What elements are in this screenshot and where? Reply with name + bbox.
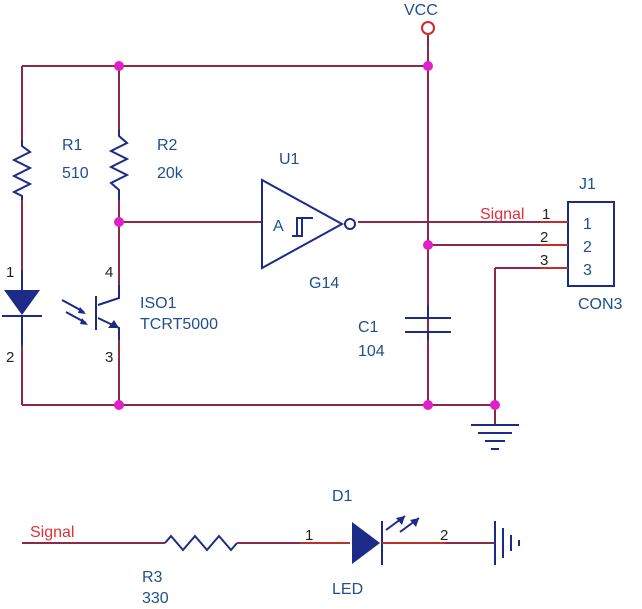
d1-value: LED [332, 581, 363, 598]
r3-value: 330 [142, 590, 169, 607]
ground-icon [471, 424, 519, 450]
u1-value: G14 [309, 275, 339, 292]
wires [21, 35, 540, 425]
resistor-r3 [164, 534, 238, 552]
vcc-label: VCC [404, 2, 438, 19]
iso1-ref: ISO1 [140, 295, 177, 312]
schmitt-inverter-u1: A U1 G14 [261, 151, 356, 292]
j1-outer-pin-3: 3 [540, 252, 548, 269]
capacitor-c1: C1 104 [358, 305, 451, 360]
optocoupler-iso1: 1 2 4 3 ISO1 TCRT5000 [2, 264, 218, 366]
d1-pin-2: 2 [440, 527, 448, 544]
c1-ref: C1 [358, 319, 379, 336]
d1-pin-1: 1 [305, 527, 313, 544]
led-indicator-circuit: Signal 1 2 R3 330 D1 LED [22, 488, 520, 607]
r3-ref: R3 [142, 569, 163, 586]
hysteresis-icon [292, 217, 313, 237]
resistor-r2: R2 20k [108, 130, 184, 200]
j1-inner-pin-1: 1 [583, 216, 592, 233]
j1-inner-pin-3: 3 [583, 262, 592, 279]
signal-net-label-top: Signal [480, 206, 524, 223]
u1-ref: U1 [279, 151, 300, 168]
junction-dots [114, 61, 500, 410]
r2-value: 20k [157, 165, 184, 182]
led-emission-arrows-icon [385, 515, 420, 533]
j1-outer-pin-2: 2 [540, 229, 548, 246]
iso1-pin-3: 3 [105, 349, 113, 366]
connector-j1: J1 CON3 1 2 3 1 2 3 Signal [480, 176, 623, 313]
vcc-symbol: VCC [404, 2, 438, 35]
r2-ref: R2 [157, 137, 178, 154]
iso1-value: TCRT5000 [140, 316, 218, 333]
iso1-pin-1: 1 [6, 264, 14, 281]
r1-value: 510 [62, 165, 89, 182]
d1-ref: D1 [332, 488, 353, 505]
c1-value: 104 [358, 343, 385, 360]
j1-inner-pin-2: 2 [583, 239, 592, 256]
j1-ref: J1 [579, 176, 596, 193]
resistor-r1: R1 510 [11, 137, 89, 200]
r1-ref: R1 [62, 137, 83, 154]
iso1-pin-2: 2 [6, 349, 14, 366]
ir-diode-icon [4, 290, 40, 315]
j1-outer-pin-1: 1 [542, 206, 550, 223]
iso1-pin-4: 4 [105, 264, 113, 281]
signal-net-label-bottom: Signal [30, 524, 74, 541]
j1-value: CON3 [578, 296, 623, 313]
ground-icon-led [494, 521, 520, 565]
led-d1-icon [352, 522, 380, 564]
light-arrows-icon [61, 299, 88, 325]
u1-input-label: A [273, 218, 284, 235]
